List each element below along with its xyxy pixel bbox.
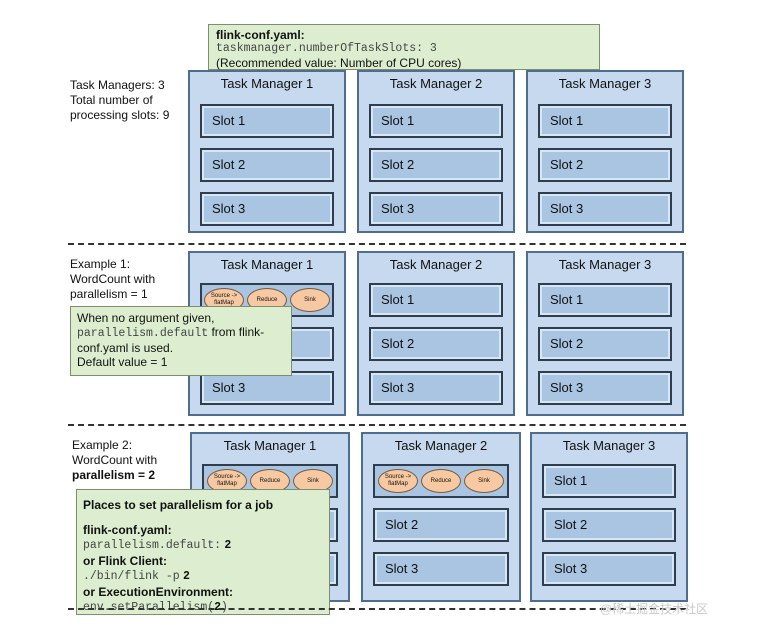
section3-label-line2: WordCount with xyxy=(72,453,158,467)
s3-task-manager-3: Task Manager 3 Slot 1 Slot 2 Slot 3 xyxy=(530,432,688,602)
s1-task-manager-1: Task Manager 1 Slot 1 Slot 2 Slot 3 xyxy=(188,70,346,233)
s3-callout-h2: or Flink Client: xyxy=(83,553,167,568)
s1-tm1-slot-1: Slot 1 xyxy=(200,104,334,138)
s2-callout-line2: from flink- xyxy=(208,325,265,339)
top-callout-title: flink-conf.yaml: xyxy=(216,28,305,42)
s1-tm1-slot-2: Slot 2 xyxy=(200,148,334,182)
s2-operator-sink: Sink xyxy=(290,288,330,312)
s3-tm2-slot-1-operators: Source -> flatMap Reduce Sink xyxy=(373,464,509,498)
s3-tm2-slot-2: Slot 2 xyxy=(373,508,509,542)
divider-3 xyxy=(68,608,686,610)
s3-tm3-slot-1: Slot 1 xyxy=(542,464,676,498)
top-callout-note: (Recommended value: Number of CPU cores) xyxy=(216,56,462,70)
s2-tm2-title: Task Manager 2 xyxy=(389,257,483,272)
section2-label-line1: Example 1: xyxy=(70,257,131,271)
s3-tm2-operator-source: Source -> flatMap xyxy=(378,469,418,493)
s2-tm1-slot-3: Slot 3 xyxy=(200,371,334,405)
section2-label-line3: parallelism = 1 xyxy=(70,287,148,301)
s3-callout-code2: ./bin/flink -p xyxy=(83,570,180,583)
s2-tm3-slot-2: Slot 2 xyxy=(538,327,672,361)
section1-label-line1: Task Managers: 3 xyxy=(70,78,165,92)
s1-tm2-slot-2: Slot 2 xyxy=(369,148,503,182)
s2-callout-code: parallelism.default xyxy=(77,327,209,340)
s1-tm3-title: Task Manager 3 xyxy=(558,76,652,91)
s1-tm3-slot-3: Slot 3 xyxy=(538,192,672,226)
s1-tm2-title: Task Manager 2 xyxy=(389,76,483,91)
s1-tm1-slot-3: Slot 3 xyxy=(200,192,334,226)
s3-tm3-title: Task Manager 3 xyxy=(562,438,656,453)
section2-callout: When no argument given, parallelism.defa… xyxy=(70,306,292,376)
s3-tm1-title: Task Manager 1 xyxy=(223,438,317,453)
s3-callout-code1: parallelism.default: xyxy=(83,539,222,552)
s3-callout-code3-end: ) xyxy=(221,601,228,614)
s3-tm2-slot-3: Slot 3 xyxy=(373,552,509,586)
s3-callout-code2-value: 2 xyxy=(182,570,190,583)
s3-callout-code3-value: 2 xyxy=(214,601,222,614)
s3-tm3-slot-2: Slot 2 xyxy=(542,508,676,542)
section2-label: Example 1: WordCount with parallelism = … xyxy=(70,257,155,302)
s2-tm3-slot-1: Slot 1 xyxy=(538,283,672,317)
s1-tm3-slot-1: Slot 1 xyxy=(538,104,672,138)
s2-tm3-slot-3: Slot 3 xyxy=(538,371,672,405)
top-callout: flink-conf.yaml: taskmanager.numberOfTas… xyxy=(208,24,600,70)
s3-tm2-operator-reduce: Reduce xyxy=(421,469,461,493)
s3-tm2-title: Task Manager 2 xyxy=(394,438,488,453)
section1-label-line3: processing slots: 9 xyxy=(70,108,170,122)
section1-label: Task Managers: 3 Total number of process… xyxy=(70,78,169,123)
s2-task-manager-3: Task Manager 3 Slot 1 Slot 2 Slot 3 xyxy=(526,251,684,416)
s2-tm3-title: Task Manager 3 xyxy=(558,257,652,272)
s1-tm3-slot-2: Slot 2 xyxy=(538,148,672,182)
s3-callout-title: Places to set parallelism for a job xyxy=(83,498,274,512)
s2-tm2-slot-3: Slot 3 xyxy=(369,371,503,405)
s2-callout-line3: conf.yaml is used. xyxy=(77,341,174,355)
section3-label-line1: Example 2: xyxy=(72,438,133,452)
s1-task-manager-2: Task Manager 2 Slot 1 Slot 2 Slot 3 xyxy=(357,70,515,233)
section3-label-line3: parallelism = 2 xyxy=(72,468,156,482)
s3-callout-code1-value: 2 xyxy=(224,539,232,552)
s2-tm1-title: Task Manager 1 xyxy=(220,257,314,272)
section1-label-line2: Total number of xyxy=(70,93,153,107)
s1-tm2-slot-1: Slot 1 xyxy=(369,104,503,138)
watermark: @稀土掘金技术社区 xyxy=(600,602,709,616)
s3-callout-h1: flink-conf.yaml: xyxy=(83,522,172,537)
s3-callout-code3: env.setParallelism( xyxy=(83,601,215,614)
section2-label-line2: WordCount with xyxy=(70,272,156,286)
s3-tm3-slot-3: Slot 3 xyxy=(542,552,676,586)
s3-task-manager-2: Task Manager 2 Source -> flatMap Reduce … xyxy=(361,432,521,602)
section3-callout: Places to set parallelism for a job flin… xyxy=(76,489,330,615)
s2-tm2-slot-2: Slot 2 xyxy=(369,327,503,361)
s1-task-manager-3: Task Manager 3 Slot 1 Slot 2 Slot 3 xyxy=(526,70,684,233)
s2-callout-line1: When no argument given, xyxy=(77,311,215,325)
s2-callout-line4: Default value = 1 xyxy=(77,355,168,369)
s1-tm2-slot-3: Slot 3 xyxy=(369,192,503,226)
section3-label: Example 2: WordCount with parallelism = … xyxy=(72,438,157,483)
divider-2 xyxy=(68,424,686,426)
divider-1 xyxy=(68,243,686,245)
s3-callout-h3: or ExecutionEnvironment: xyxy=(83,584,234,599)
s1-tm1-title: Task Manager 1 xyxy=(220,76,314,91)
s3-tm2-operator-sink: Sink xyxy=(464,469,504,493)
s2-tm2-slot-1: Slot 1 xyxy=(369,283,503,317)
s2-task-manager-2: Task Manager 2 Slot 1 Slot 2 Slot 3 xyxy=(357,251,515,416)
top-callout-code: taskmanager.numberOfTaskSlots: 3 xyxy=(216,42,437,55)
